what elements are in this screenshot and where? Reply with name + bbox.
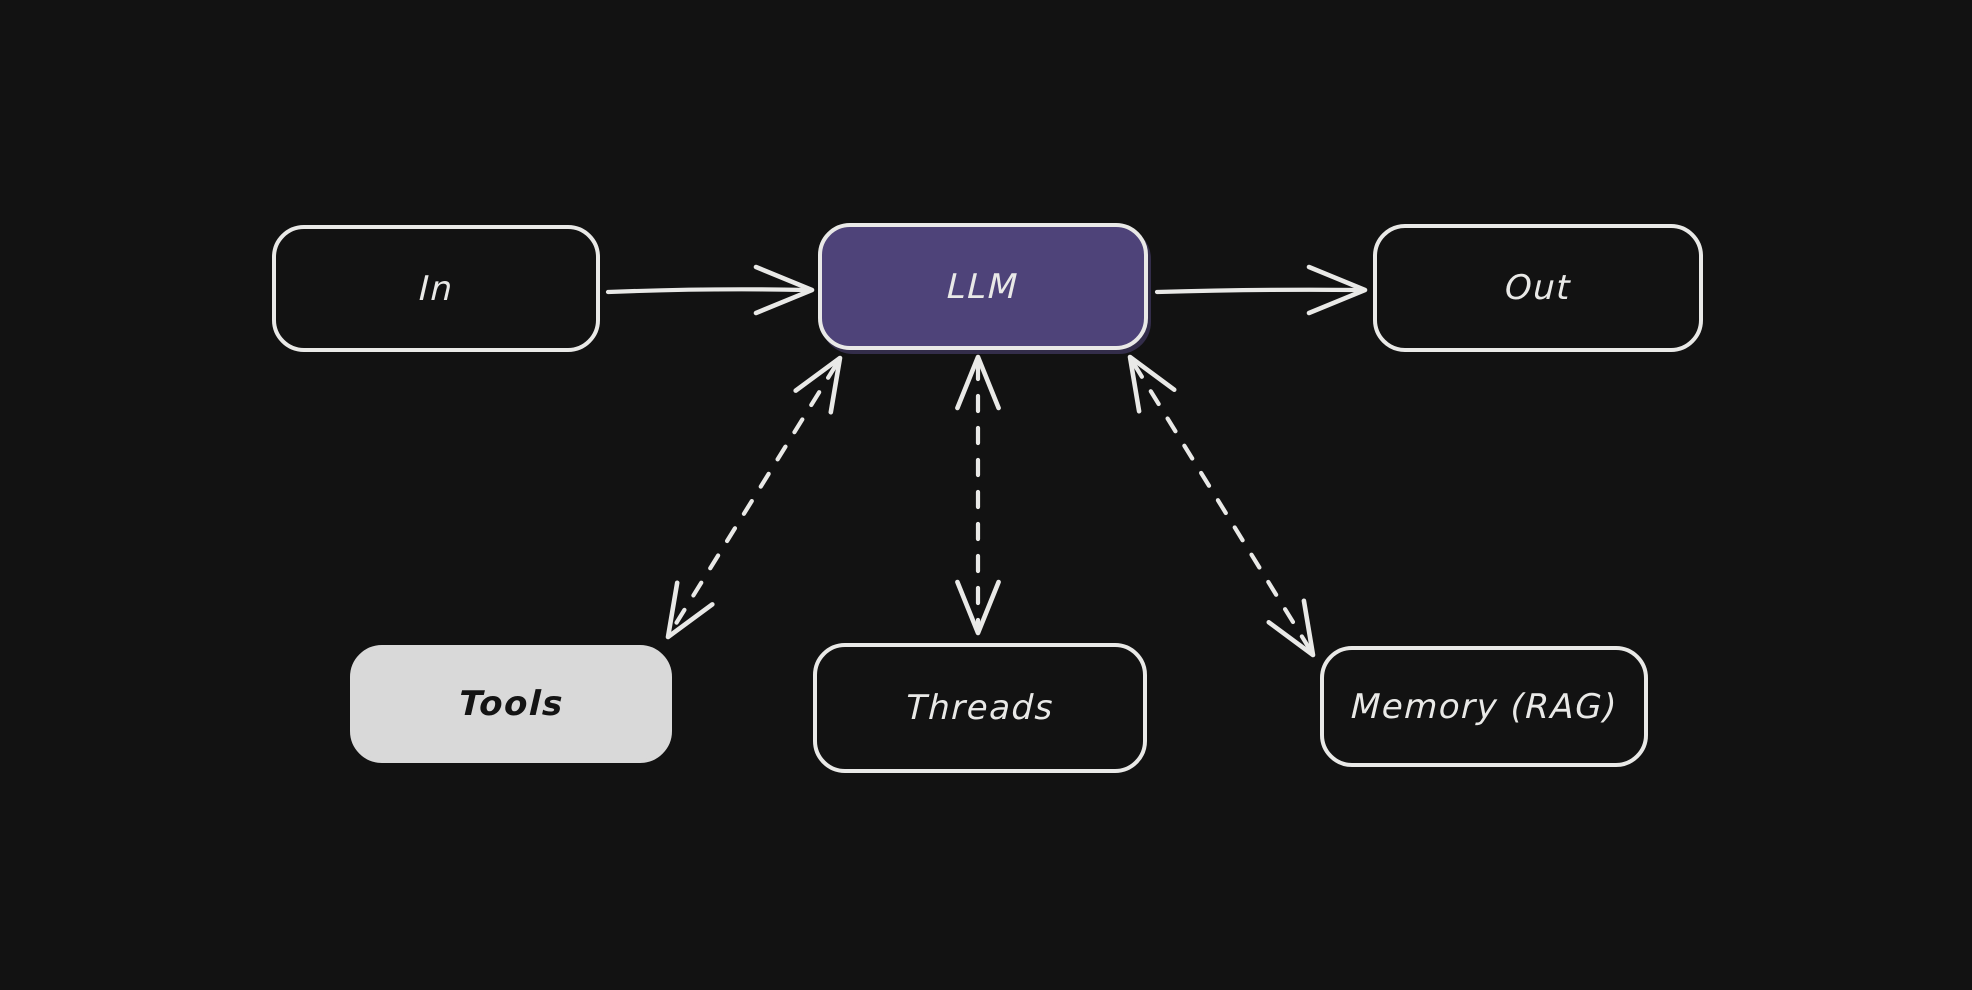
node-tools[interactable]: Tools [350, 645, 672, 763]
node-label: In [418, 268, 454, 309]
edge-llm-threads[interactable] [955, 354, 1001, 636]
arrow-shaft [1131, 361, 1312, 651]
edge-in-to-llm[interactable] [605, 264, 815, 316]
node-llm[interactable]: LLM [818, 223, 1148, 350]
arrowhead-right-icon [753, 264, 815, 316]
edge-llm-tools[interactable] [665, 355, 843, 640]
node-label: Memory (RAG) [1349, 686, 1619, 727]
node-label: Tools [457, 684, 565, 724]
arrowhead-down-icon [665, 580, 715, 640]
arrow-shaft [605, 287, 809, 295]
node-memory-rag[interactable]: Memory (RAG) [1320, 646, 1648, 767]
arrowhead-up-icon [1127, 354, 1177, 414]
edge-llm-memory[interactable] [1127, 354, 1316, 658]
node-out[interactable]: Out [1373, 224, 1703, 352]
arrowhead-down-icon [955, 579, 1001, 636]
node-label: Out [1504, 268, 1572, 308]
edge-llm-to-out[interactable] [1154, 264, 1368, 316]
arrowhead-right-icon [1306, 264, 1368, 316]
node-label: LLM [946, 266, 1020, 307]
arrowhead-down-icon [1266, 598, 1316, 658]
arrowhead-up-icon [793, 355, 843, 415]
arrow-shaft [669, 362, 839, 633]
arrowhead-up-icon [955, 354, 1001, 411]
node-label: Threads [905, 688, 1055, 728]
arrow-shaft [1154, 287, 1362, 295]
node-in[interactable]: In [272, 225, 600, 352]
node-threads[interactable]: Threads [813, 643, 1147, 773]
